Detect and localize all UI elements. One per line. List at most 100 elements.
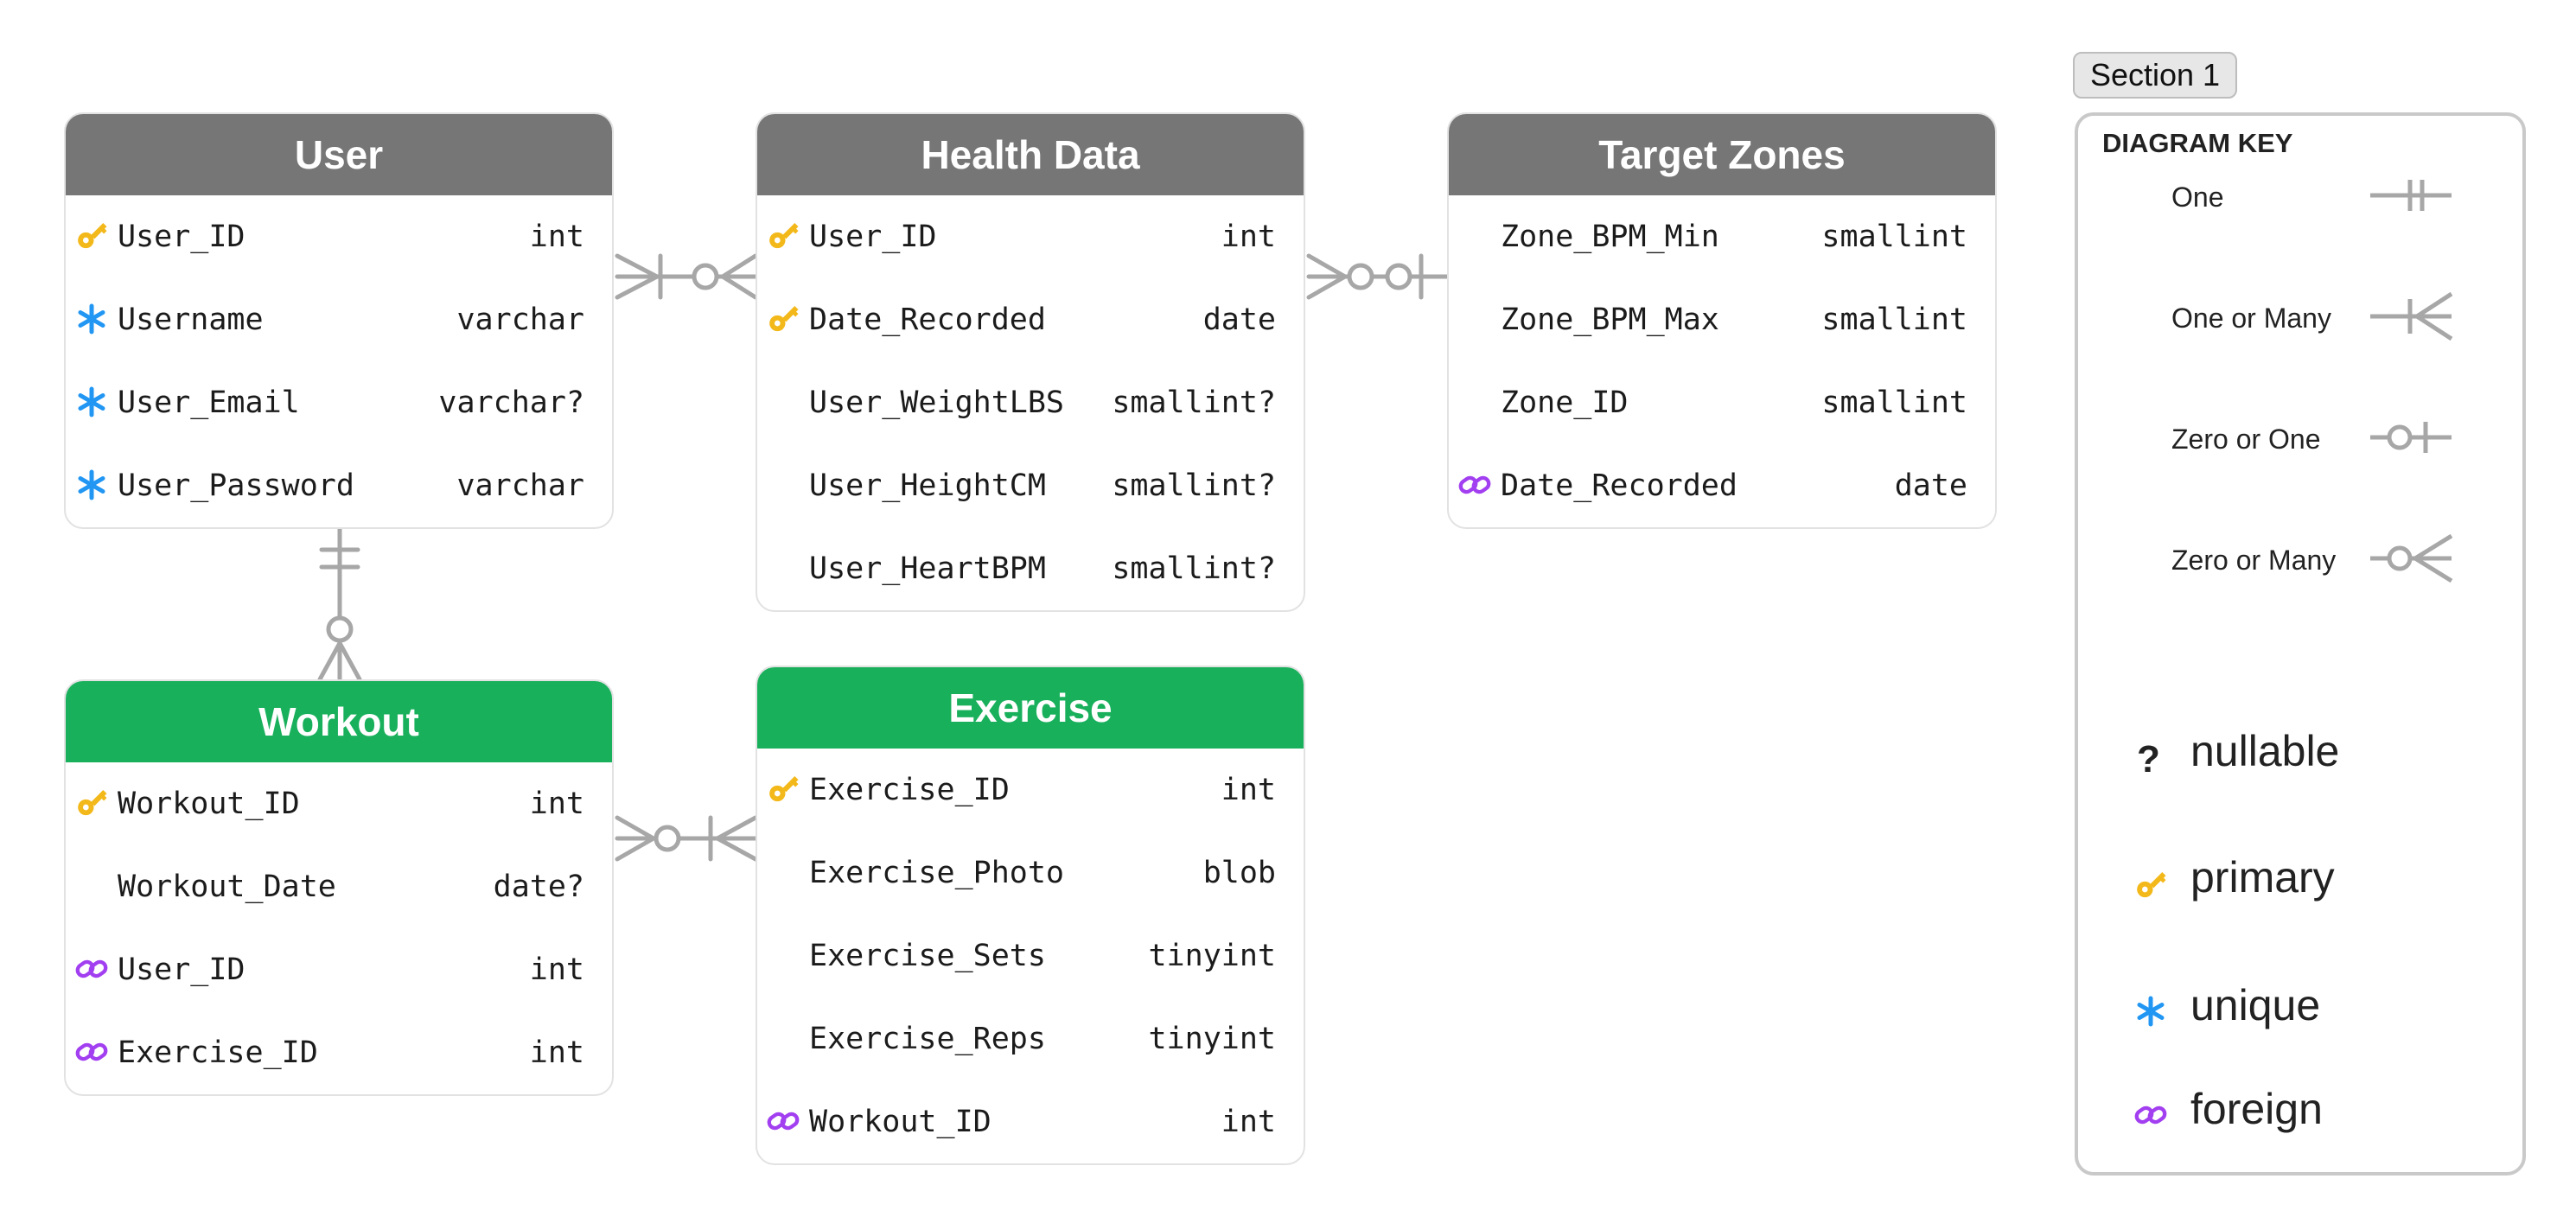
key-label-zero-or-many: Zero or Many — [2171, 545, 2337, 576]
snowflake-icon — [74, 468, 109, 502]
table-title: Exercise — [757, 667, 1304, 749]
field-type: int — [529, 953, 584, 987]
field-name: Exercise_Sets — [809, 939, 1046, 973]
table-title: Target Zones — [1449, 114, 1995, 195]
legend-primary: primary — [2190, 853, 2335, 902]
field-name: Zone_ID — [1501, 385, 1629, 420]
relationship-user-health — [615, 253, 758, 300]
key-icon — [74, 786, 109, 820]
field-name: Exercise_ID — [809, 773, 1010, 807]
table-row[interactable]: User_Password varchar — [66, 444, 612, 527]
key-label-one: One — [2171, 182, 2224, 213]
table-row[interactable]: Exercise_Sets tinyint — [757, 914, 1304, 997]
one-symbol-icon — [2370, 180, 2452, 211]
one-or-many-symbol-icon — [2370, 291, 2453, 341]
table-row[interactable]: User_HeightCM smallint? — [757, 444, 1304, 527]
table-row[interactable]: Workout_ID int — [757, 1080, 1304, 1163]
field-type: tinyint — [1148, 1022, 1276, 1056]
field-type: varchar — [456, 303, 584, 337]
snowflake-icon — [74, 385, 109, 419]
field-name: User_ID — [118, 953, 245, 987]
link-icon — [2134, 1105, 2167, 1125]
field-type: int — [1221, 220, 1276, 254]
field-type: varchar? — [438, 385, 584, 420]
field-name: Workout_ID — [809, 1105, 992, 1139]
table-row[interactable]: Workout_Date date? — [66, 845, 612, 928]
key-icon — [74, 219, 109, 253]
field-type: smallint? — [1112, 551, 1276, 586]
key-label-one-or-many: One or Many — [2171, 303, 2331, 334]
field-type: int — [529, 1035, 584, 1070]
key-icon — [2137, 872, 2166, 898]
field-type: smallint — [1821, 385, 1967, 420]
table-row[interactable]: Exercise_ID int — [66, 1011, 612, 1094]
field-name: User_ID — [809, 220, 937, 254]
key-icon — [766, 302, 800, 336]
key-icon — [766, 219, 800, 253]
field-type: int — [1221, 773, 1276, 807]
table-row[interactable]: Zone_ID smallint — [1449, 361, 1995, 444]
field-name: User_Password — [118, 468, 354, 503]
field-type: int — [1221, 1105, 1276, 1139]
key-label-zero-or-one: Zero or One — [2171, 424, 2321, 455]
field-name: Zone_BPM_Min — [1501, 220, 1719, 254]
table-row[interactable]: Zone_BPM_Min smallint — [1449, 195, 1995, 278]
legend-unique: unique — [2190, 981, 2321, 1029]
table-row[interactable]: User_ID int — [66, 928, 612, 1011]
diagram-key-title: DIAGRAM KEY — [2102, 128, 2293, 158]
field-name: Exercise_Photo — [809, 856, 1065, 890]
field-type: date? — [493, 870, 584, 904]
section-tab[interactable]: Section 1 — [2073, 52, 2237, 99]
zero-or-many-symbol-icon — [2370, 533, 2453, 583]
legend-foreign: foreign — [2190, 1085, 2323, 1133]
diagram-key: DIAGRAM KEY One One or Many Zero or One … — [2075, 112, 2526, 1176]
table-row[interactable]: Exercise_Photo blob — [757, 832, 1304, 914]
field-type: tinyint — [1148, 939, 1276, 973]
field-name: User_HeightCM — [809, 468, 1046, 503]
field-name: Username — [118, 303, 264, 337]
field-name: Workout_ID — [118, 787, 300, 821]
relationship-user-workout — [317, 525, 362, 682]
field-type: date — [1202, 303, 1276, 337]
table-row[interactable]: Exercise_ID int — [757, 749, 1304, 832]
field-name: Exercise_ID — [118, 1035, 318, 1070]
table-row[interactable]: User_WeightLBS smallint? — [757, 361, 1304, 444]
field-type: smallint — [1821, 303, 1967, 337]
field-type: varchar — [456, 468, 584, 503]
link-icon — [74, 1035, 109, 1069]
relationship-health-zones — [1306, 253, 1450, 300]
field-type: blob — [1202, 856, 1276, 890]
field-type: smallint? — [1112, 468, 1276, 503]
table-title: Health Data — [757, 114, 1304, 195]
link-icon — [1457, 468, 1492, 502]
table-row[interactable]: Username varchar — [66, 278, 612, 361]
field-type: int — [529, 220, 584, 254]
field-type: smallint? — [1112, 385, 1276, 420]
field-name: Date_Recorded — [1501, 468, 1738, 503]
field-name: User_HeartBPM — [809, 551, 1046, 586]
field-name: Workout_Date — [118, 870, 336, 904]
relationship-workout-exercise — [615, 815, 758, 862]
link-icon — [74, 952, 109, 986]
question-icon: ? — [2137, 738, 2160, 781]
table-title: User — [66, 114, 612, 195]
table-row[interactable]: User_HeartBPM smallint? — [757, 527, 1304, 610]
table-title: Workout — [66, 681, 612, 762]
snowflake-icon — [2137, 996, 2165, 1027]
field-type: smallint — [1821, 220, 1967, 254]
field-name: User_WeightLBS — [809, 385, 1065, 420]
table-row[interactable]: User_ID int — [757, 195, 1304, 278]
